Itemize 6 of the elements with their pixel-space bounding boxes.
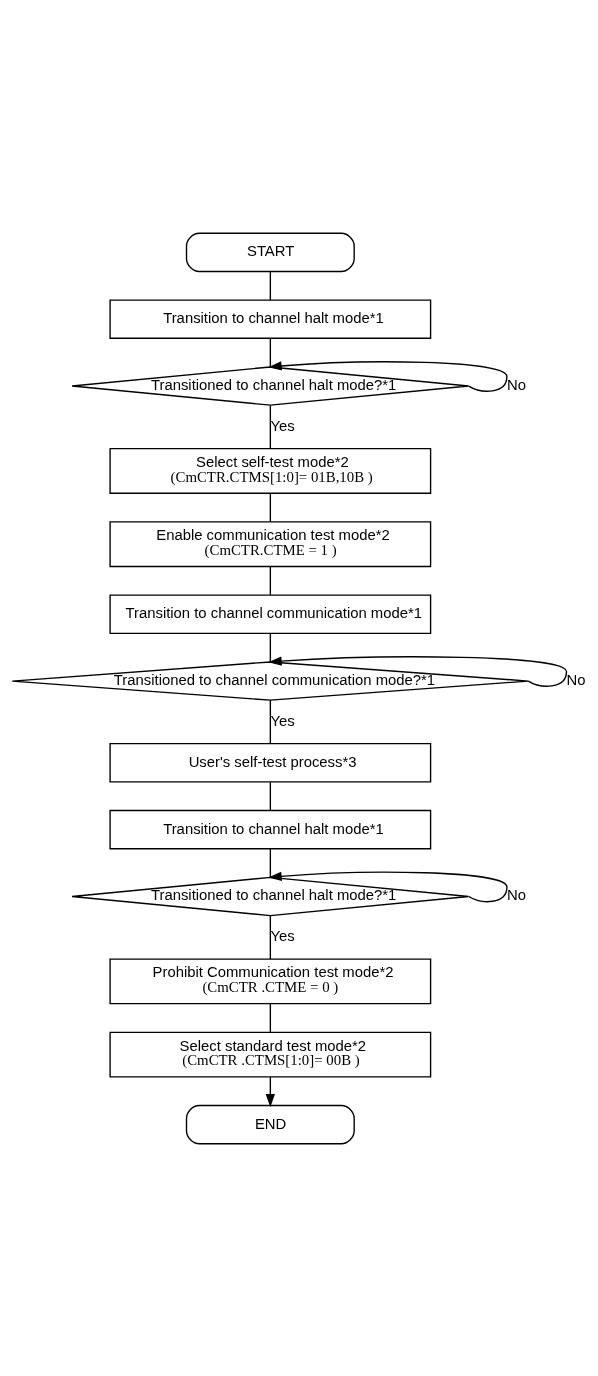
edge-label: No bbox=[506, 376, 526, 393]
edge-label: Yes bbox=[270, 927, 295, 944]
edge-label: Yes bbox=[270, 417, 295, 434]
edge-label: No bbox=[506, 886, 526, 903]
edge-label: No bbox=[566, 671, 586, 688]
edge-label: Yes bbox=[270, 712, 295, 729]
